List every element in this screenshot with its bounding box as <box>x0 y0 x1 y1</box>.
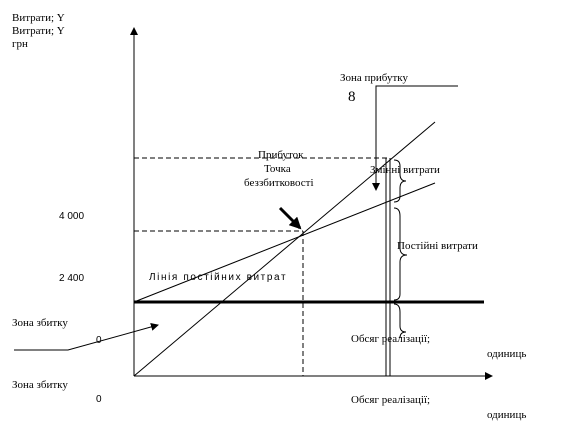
fixed-costs-label: Постійні витрати <box>397 240 478 252</box>
breakeven-label-line2: беззбитковості <box>244 177 314 189</box>
breakeven-arrow <box>278 206 302 230</box>
loss-zone-label-1: Зона збитку <box>12 317 68 329</box>
breakeven-label-line1: Точка <box>264 163 291 175</box>
loss-zone-label-2: Зона збитку <box>12 379 68 391</box>
profit-zone-label: Зона прибутку <box>340 72 408 84</box>
profit-label: Прибуток <box>258 149 304 161</box>
x-axis-label-2: Обсяг реалізації; <box>351 394 431 406</box>
fixed-costs-brace <box>393 207 408 301</box>
x-axis-label-1: Обсяг реалізації; <box>351 333 431 345</box>
y-axis-label-line3: грн <box>12 38 28 50</box>
x-axis-unit-2: одиниць <box>487 409 527 421</box>
variable-costs-brace <box>393 159 407 203</box>
profit-zone-callout <box>372 85 458 191</box>
y-axis-label-line2: Витрати; Y <box>12 25 65 37</box>
tick-label-4000: 4 000 <box>59 211 85 222</box>
origin-label-2: 0 <box>96 394 102 405</box>
tick-label-2400: 2 400 <box>59 273 85 284</box>
y-axis-label-line1: Витрати; Y <box>12 12 65 24</box>
fixed-cost-line-label: Лінія постійних витрат <box>149 272 288 283</box>
lower-brace <box>393 303 407 339</box>
variable-costs-label: Змінні витрати <box>370 164 440 176</box>
origin-label-1: 0 <box>96 335 102 346</box>
figure-number: 8 <box>348 89 356 105</box>
revenue-line <box>133 121 436 377</box>
total-cost-line <box>133 182 436 303</box>
loss-zone-callout <box>14 323 159 351</box>
x-axis-unit-1: одиниць <box>487 348 527 360</box>
